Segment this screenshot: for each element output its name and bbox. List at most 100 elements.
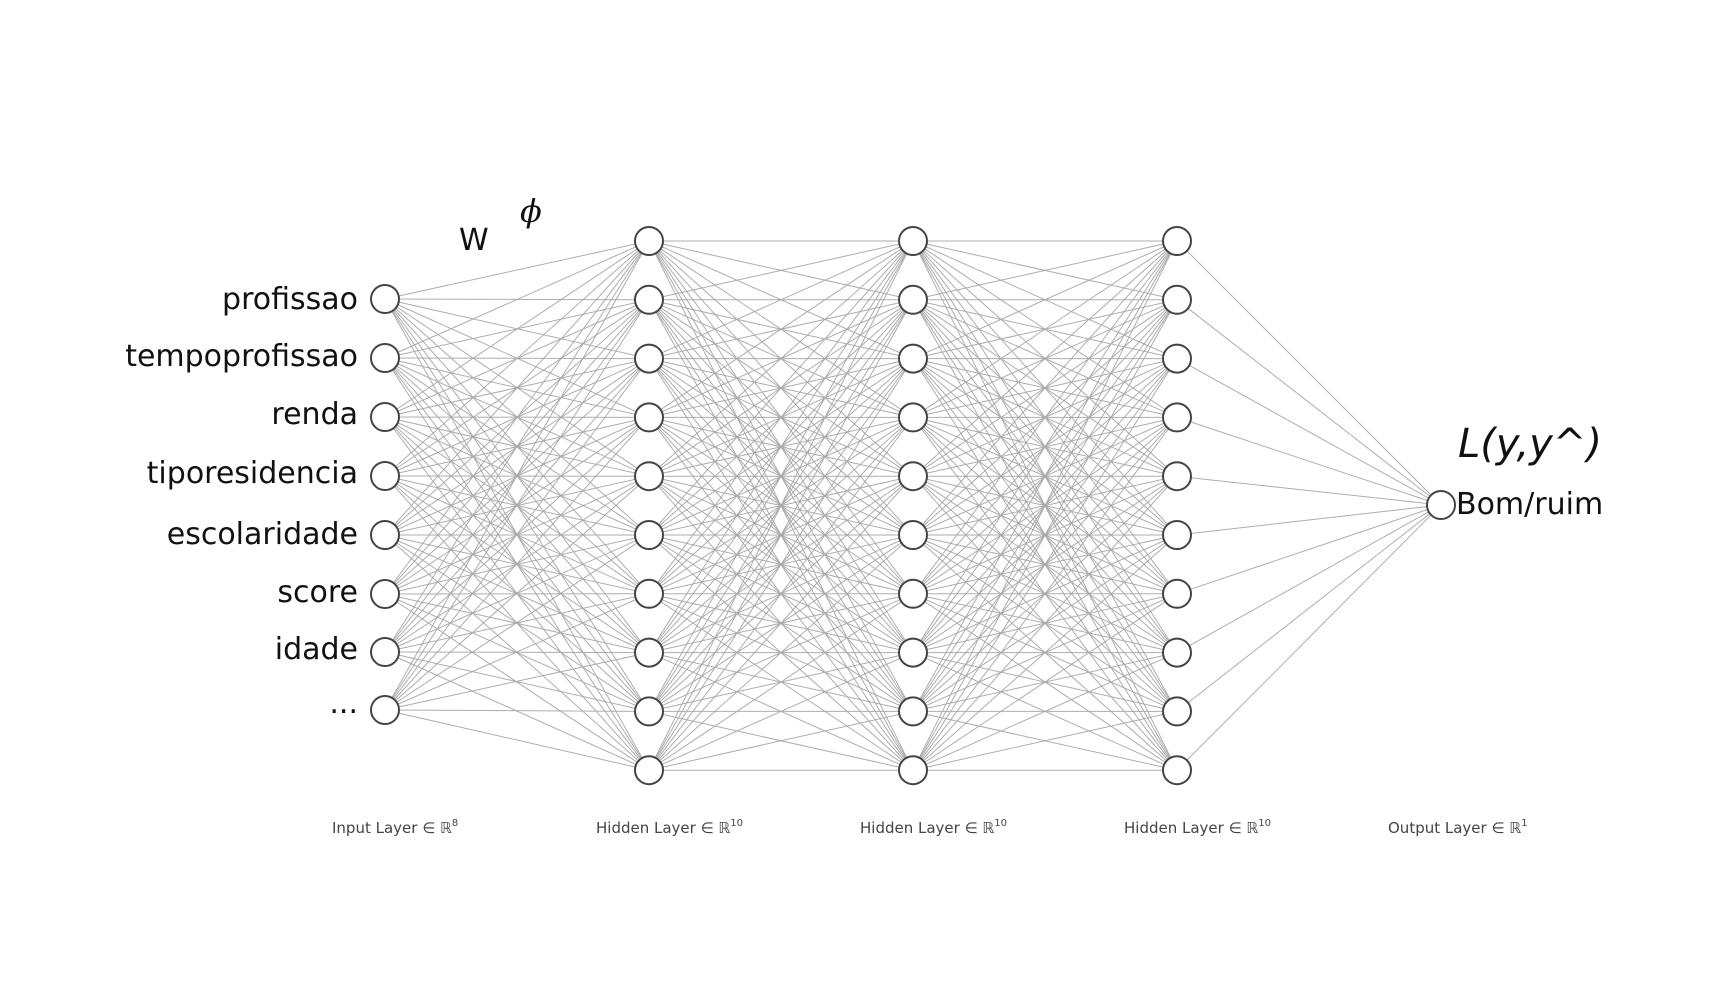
- connection-line: [1176, 504, 1442, 712]
- neuron-hidden-2-4: [898, 402, 928, 433]
- connection-line: [912, 534, 1178, 771]
- layer-caption-input: Input Layer ∈ ℝ8: [332, 818, 458, 837]
- neuron-hidden-1-6: [634, 520, 664, 550]
- connection-line: [1176, 240, 1442, 506]
- neuron-hidden-2-10: [898, 755, 928, 786]
- connection-line: [384, 417, 650, 711]
- neuron-hidden-3-6: [1162, 520, 1192, 550]
- neuron-hidden-2-5: [898, 461, 928, 492]
- connection-line: [648, 358, 914, 771]
- connection-line: [384, 299, 650, 711]
- input-label-ellipsis: ...: [329, 686, 358, 721]
- layer-caption-output: Output Layer ∈ ℝ1: [1388, 818, 1528, 837]
- neuron-hidden-2-1: [898, 226, 928, 256]
- connection-line: [912, 299, 1178, 771]
- input-label-tiporesidencia: tiporesidencia: [147, 456, 358, 491]
- input-label-idade: idade: [275, 632, 358, 667]
- connection-line: [384, 534, 650, 711]
- weight-symbol: W: [459, 223, 489, 258]
- neuron-nodes: [370, 226, 1456, 786]
- connection-line: [912, 358, 1178, 771]
- neuron-input-8: [370, 695, 400, 725]
- connection-line: [912, 240, 1178, 712]
- layer-caption-hidden-2: Hidden Layer ∈ ℝ10: [860, 818, 1007, 837]
- neuron-hidden-3-10: [1162, 755, 1192, 786]
- connection-line: [912, 710, 1178, 771]
- neuron-output-1: [1426, 490, 1456, 520]
- connection-line: [384, 475, 650, 711]
- connection-line: [912, 240, 1178, 771]
- neuron-input-4: [370, 461, 400, 491]
- connection-line: [1176, 504, 1442, 771]
- loss-function-label: L(y,y^): [1458, 421, 1602, 467]
- connection-line: [1176, 358, 1442, 506]
- neuron-hidden-2-8: [898, 637, 928, 668]
- connection-line: [648, 240, 914, 360]
- neuron-hidden-1-2: [634, 284, 664, 315]
- neuron-hidden-1-10: [634, 755, 664, 786]
- neuron-hidden-1-3: [634, 343, 664, 374]
- connection-line: [384, 240, 650, 300]
- neuron-hidden-2-7: [898, 578, 928, 609]
- neuron-input-5: [370, 520, 400, 550]
- connection-line: [912, 240, 1178, 536]
- input-label-escolaridade: escolaridade: [167, 517, 358, 552]
- connection-line: [648, 240, 914, 771]
- input-label-renda: renda: [271, 397, 358, 432]
- connection-line: [648, 240, 914, 712]
- connection-line: [648, 240, 914, 536]
- neuron-hidden-3-5: [1162, 461, 1192, 492]
- connection-line: [1176, 299, 1442, 506]
- neuron-input-6: [370, 579, 400, 609]
- layer-captions: Input Layer ∈ ℝ8 Hidden Layer ∈ ℝ10 Hidd…: [332, 818, 1528, 837]
- neuron-hidden-3-7: [1162, 578, 1192, 609]
- connection-line: [384, 240, 650, 653]
- connection-line: [384, 240, 650, 595]
- neuron-input-1: [370, 284, 400, 314]
- neuron-hidden-3-1: [1162, 226, 1192, 256]
- connection-line: [912, 417, 1178, 771]
- connection-line: [648, 652, 914, 771]
- neuron-hidden-1-5: [634, 461, 664, 492]
- connection-line: [384, 593, 650, 711]
- connection-line: [384, 652, 650, 711]
- input-label-tempoprofissao: tempoprofissao: [125, 339, 358, 374]
- neuron-hidden-2-3: [898, 343, 928, 374]
- connection-line: [1176, 504, 1442, 536]
- connection-line: [384, 240, 650, 711]
- connection-line: [912, 240, 1178, 418]
- input-label-score: score: [277, 575, 358, 610]
- connection-line: [1176, 504, 1442, 595]
- connection-line: [912, 652, 1178, 771]
- neuron-hidden-1-7: [634, 578, 664, 609]
- connection-line: [384, 240, 650, 359]
- connection-line: [912, 475, 1178, 771]
- connection-line: [384, 240, 650, 418]
- neuron-hidden-1-9: [634, 696, 664, 727]
- neuron-hidden-3-3: [1162, 343, 1192, 374]
- neuron-hidden-1-1: [634, 226, 664, 256]
- connection-line: [912, 240, 1178, 477]
- connection-line: [648, 240, 914, 301]
- input-feature-labels: profissao tempoprofissao renda tiporesid…: [125, 282, 358, 721]
- connection-line: [912, 240, 1178, 653]
- output-label: Bom/ruim: [1456, 487, 1603, 522]
- connection-line: [384, 240, 650, 536]
- connection-line: [648, 240, 914, 477]
- activation-symbol: ϕ: [520, 192, 542, 230]
- connection-line: [648, 240, 914, 418]
- neuron-hidden-3-2: [1162, 284, 1192, 315]
- connection-line: [648, 593, 914, 771]
- connection-line: [912, 240, 1178, 595]
- connection-line: [648, 710, 914, 771]
- layer-caption-hidden-3: Hidden Layer ∈ ℝ10: [1124, 818, 1271, 837]
- connection-line: [648, 240, 914, 653]
- connection-line: [648, 475, 914, 771]
- neuron-hidden-2-6: [898, 520, 928, 550]
- layer-caption-hidden-1: Hidden Layer ∈ ℝ10: [596, 818, 743, 837]
- connection-line: [1176, 504, 1442, 654]
- neuron-hidden-1-8: [634, 637, 664, 668]
- connection-line: [384, 358, 650, 711]
